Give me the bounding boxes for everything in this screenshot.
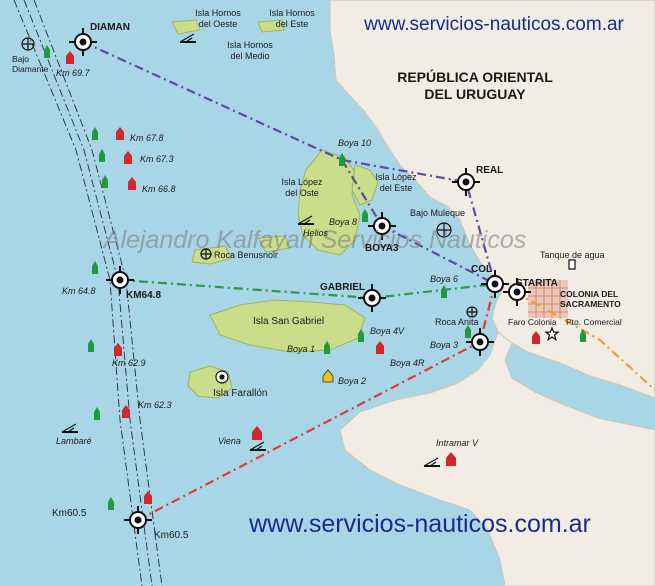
- buoy-boya10-label: Boya 10: [338, 138, 371, 148]
- buoy-boya4r-label: Boya 4R: [390, 358, 425, 368]
- isla-hornos-este: [257, 19, 285, 33]
- waypoint-gabriel-icon: [358, 284, 386, 312]
- buoy-km673-label: Km 67.3: [140, 154, 174, 164]
- rock-bajo-diamante-icon: [21, 37, 35, 51]
- waypoint-col-label: COL: [471, 264, 492, 275]
- route-starita-east: [514, 291, 655, 391]
- tanque-agua-label: Tanque de agua: [540, 250, 605, 260]
- country-label-line1: REPÚBLICA ORIENTAL: [397, 68, 553, 85]
- isla-san-gabriel-label: Isla San Gabriel: [253, 316, 324, 327]
- buoy-boya3-label: Boya 3: [430, 340, 458, 350]
- colonia-label-2: SACRAMENTO: [560, 299, 621, 309]
- wreck-lambare-label: Lambaré: [56, 436, 92, 446]
- waypoint-km605-icon: [124, 506, 152, 534]
- isla-hornos-medio-label-2: del Medio: [230, 51, 269, 61]
- buoy-km623-label: Km 62.3: [138, 400, 172, 410]
- isla-lopez-este-label-1: Isla López: [375, 172, 417, 182]
- isla-hornos-este-label-1: Isla Hornos: [269, 8, 315, 18]
- waypoint-starita-icon: [503, 278, 531, 306]
- waypoint-km648-label: KM64.8: [126, 290, 161, 301]
- wreck-intramar-label: Intramar V: [436, 438, 479, 448]
- green-buoys: [44, 45, 586, 510]
- isla-hornos-este-label-2: del Este: [276, 19, 309, 29]
- waypoint-km648-icon: [106, 266, 134, 294]
- buoy-boya2-label: Boya 2: [338, 376, 366, 386]
- wreck-helios-icon: [297, 215, 314, 225]
- southern-coast: [339, 331, 655, 586]
- rock-bajo-muleque-icon: [436, 222, 452, 238]
- waypoint-starita-label: STARITA: [516, 278, 558, 289]
- bajo-diamante-label-2: Diamante: [12, 64, 49, 74]
- buoy-km629-label: Km 62.9: [112, 358, 146, 368]
- wreck-lambare-icon: [61, 423, 78, 433]
- roca-benusnoir-label: Roca Benusnoir: [214, 250, 278, 260]
- buoy-km668-label: Km 66.8: [142, 184, 176, 194]
- tanque-agua-icon: [568, 259, 576, 270]
- islet-east: [257, 235, 291, 253]
- buoy-boya4v-label: Boya 4V: [370, 326, 405, 336]
- red-buoys: [66, 51, 540, 504]
- waypoint-gabriel-label: GABRIEL: [320, 282, 365, 293]
- colonia-label-1: COLONIA DEL: [560, 289, 618, 299]
- bajo-muleque-label: Bajo Muleque: [410, 208, 465, 218]
- country-label-line2: DEL URUGUAY: [424, 86, 526, 102]
- isla-farallon-label: Isla Farallón: [213, 388, 267, 399]
- waypoint-diaman-icon: [69, 28, 97, 56]
- buoy-boya1-label: Boya 1: [287, 344, 315, 354]
- waypoint-boya3-label: BOYA3: [365, 243, 399, 254]
- waypoint-boya3-icon: [368, 212, 396, 240]
- buoy-boya6-label: Boya 6: [430, 274, 458, 284]
- isla-hornos-oeste: [171, 19, 201, 35]
- isla-lopez-oeste-label-1: Isla López: [281, 177, 323, 187]
- buoy-km678-label: Km 67.8: [130, 133, 164, 143]
- buoy-km648-label: Km 64.8: [62, 286, 96, 296]
- watermark-center: Alejandro Kalfayan Servicios Nauticos: [102, 226, 526, 254]
- isla-lopez-este-label-2: del Este: [380, 183, 413, 193]
- waypoint-diaman-label: DIAMAN: [90, 22, 130, 33]
- buoy-km605-label: Km60.5: [52, 508, 87, 519]
- waypoint-km605-label: Km60.5: [154, 530, 189, 541]
- buoys: [44, 45, 586, 510]
- roca-anita-label: Roca Anita: [435, 317, 479, 327]
- route-diaman-real-col: [82, 40, 497, 285]
- waypoint-real-label: REAL: [476, 165, 503, 176]
- bajo-diamante-label-1: Bajo: [12, 54, 29, 64]
- rock-benusnoir-icon: [200, 248, 212, 260]
- isla-hornos-medio-label-1: Isla Hornos: [227, 40, 273, 50]
- isla-lopez-este: [351, 164, 379, 206]
- lighthouse-farallon-icon: [215, 370, 229, 384]
- wreck-viena-label: Viena: [218, 436, 241, 446]
- waypoint-boya3-south-icon: [466, 328, 494, 356]
- wreck-helios-label: Helios: [303, 228, 329, 238]
- isla-san-gabriel: [209, 299, 366, 353]
- waypoint-symbols: [69, 28, 531, 534]
- isla-hornos-oeste-label-1: Isla Hornos: [195, 8, 241, 18]
- waypoint-col-icon: [481, 270, 509, 298]
- wreck-intramar-icon: [423, 457, 440, 467]
- waypoint-real-icon: [452, 168, 480, 196]
- faro-colonia-label: Faro Colonia: [508, 317, 557, 327]
- hazard-markers: [21, 33, 576, 467]
- buoy-km697-label: Km 69.7: [56, 68, 91, 78]
- isla-lopez-oeste-label-2: del Oste: [285, 188, 319, 198]
- faro-colonia-icon: [544, 326, 560, 342]
- buoy-boya8-label: Boya 8: [329, 217, 357, 227]
- rock-anita-icon: [466, 306, 478, 318]
- pto-comercial-label: Pto. Comercial: [566, 317, 622, 327]
- uruguay-mainland: [329, 0, 655, 399]
- isla-hornos-oeste-label-2: del Oeste: [199, 19, 238, 29]
- wreck-viena-icon: [249, 441, 266, 451]
- wreck-hornos-icon: [179, 33, 196, 43]
- yellow-buoy-boya2: [322, 369, 334, 383]
- watermark-bottom: www.servicios-nauticos.com.ar: [248, 510, 591, 538]
- watermark-top: www.servicios-nauticos.com.ar: [363, 14, 624, 35]
